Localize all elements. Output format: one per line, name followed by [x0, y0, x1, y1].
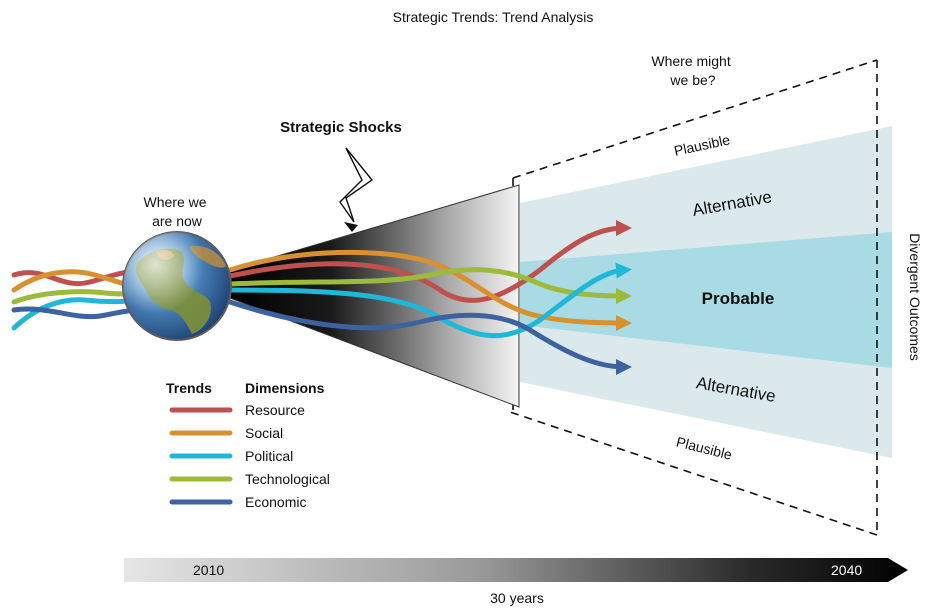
probable-fan-zone: [520, 232, 892, 368]
timeline-end-label: 2040: [831, 562, 862, 578]
legend-item-resource: Resource: [245, 402, 305, 418]
plausible-bottom-label: Plausible: [675, 434, 734, 463]
timeline-span-label: 30 years: [490, 590, 544, 606]
legend-dimensions-header: Dimensions: [245, 380, 325, 396]
lightning-arrow-tip: [344, 222, 358, 232]
globe-icon: [122, 231, 232, 341]
legend-item-technological: Technological: [245, 471, 330, 487]
where-we-are-now-label: Where we are now: [144, 194, 211, 229]
trend-resource-line: [227, 220, 632, 303]
strategic-shocks-label: Strategic Shocks: [280, 119, 402, 136]
trend-lines-right: [227, 220, 633, 375]
legend-item-political: Political: [245, 448, 293, 464]
legend-trends-header: Trends: [166, 380, 212, 396]
trend-economic-line: [227, 299, 632, 375]
trend-technological-line: [227, 267, 633, 304]
trend-social-line: [227, 249, 633, 331]
where-might-we-be-label: Where might we be?: [651, 53, 734, 88]
diagram-title: Strategic Trends: Trend Analysis: [393, 9, 594, 25]
trend-legend: Trends Dimensions Resource Social Politi…: [166, 380, 330, 510]
legend-item-economic: Economic: [245, 494, 306, 510]
divergent-outcomes-label: Divergent Outcomes: [907, 233, 923, 361]
trend-political-line: [227, 262, 632, 339]
probable-label: Probable: [702, 289, 775, 308]
legend-item-social: Social: [245, 425, 283, 441]
timeline-start-label: 2010: [193, 562, 224, 578]
lightning-bolt-icon: [339, 147, 374, 223]
timeline-bar: 2010 2040: [124, 558, 908, 582]
plausible-top-label: Plausible: [673, 131, 732, 159]
trend-lines-left: [11, 269, 131, 331]
